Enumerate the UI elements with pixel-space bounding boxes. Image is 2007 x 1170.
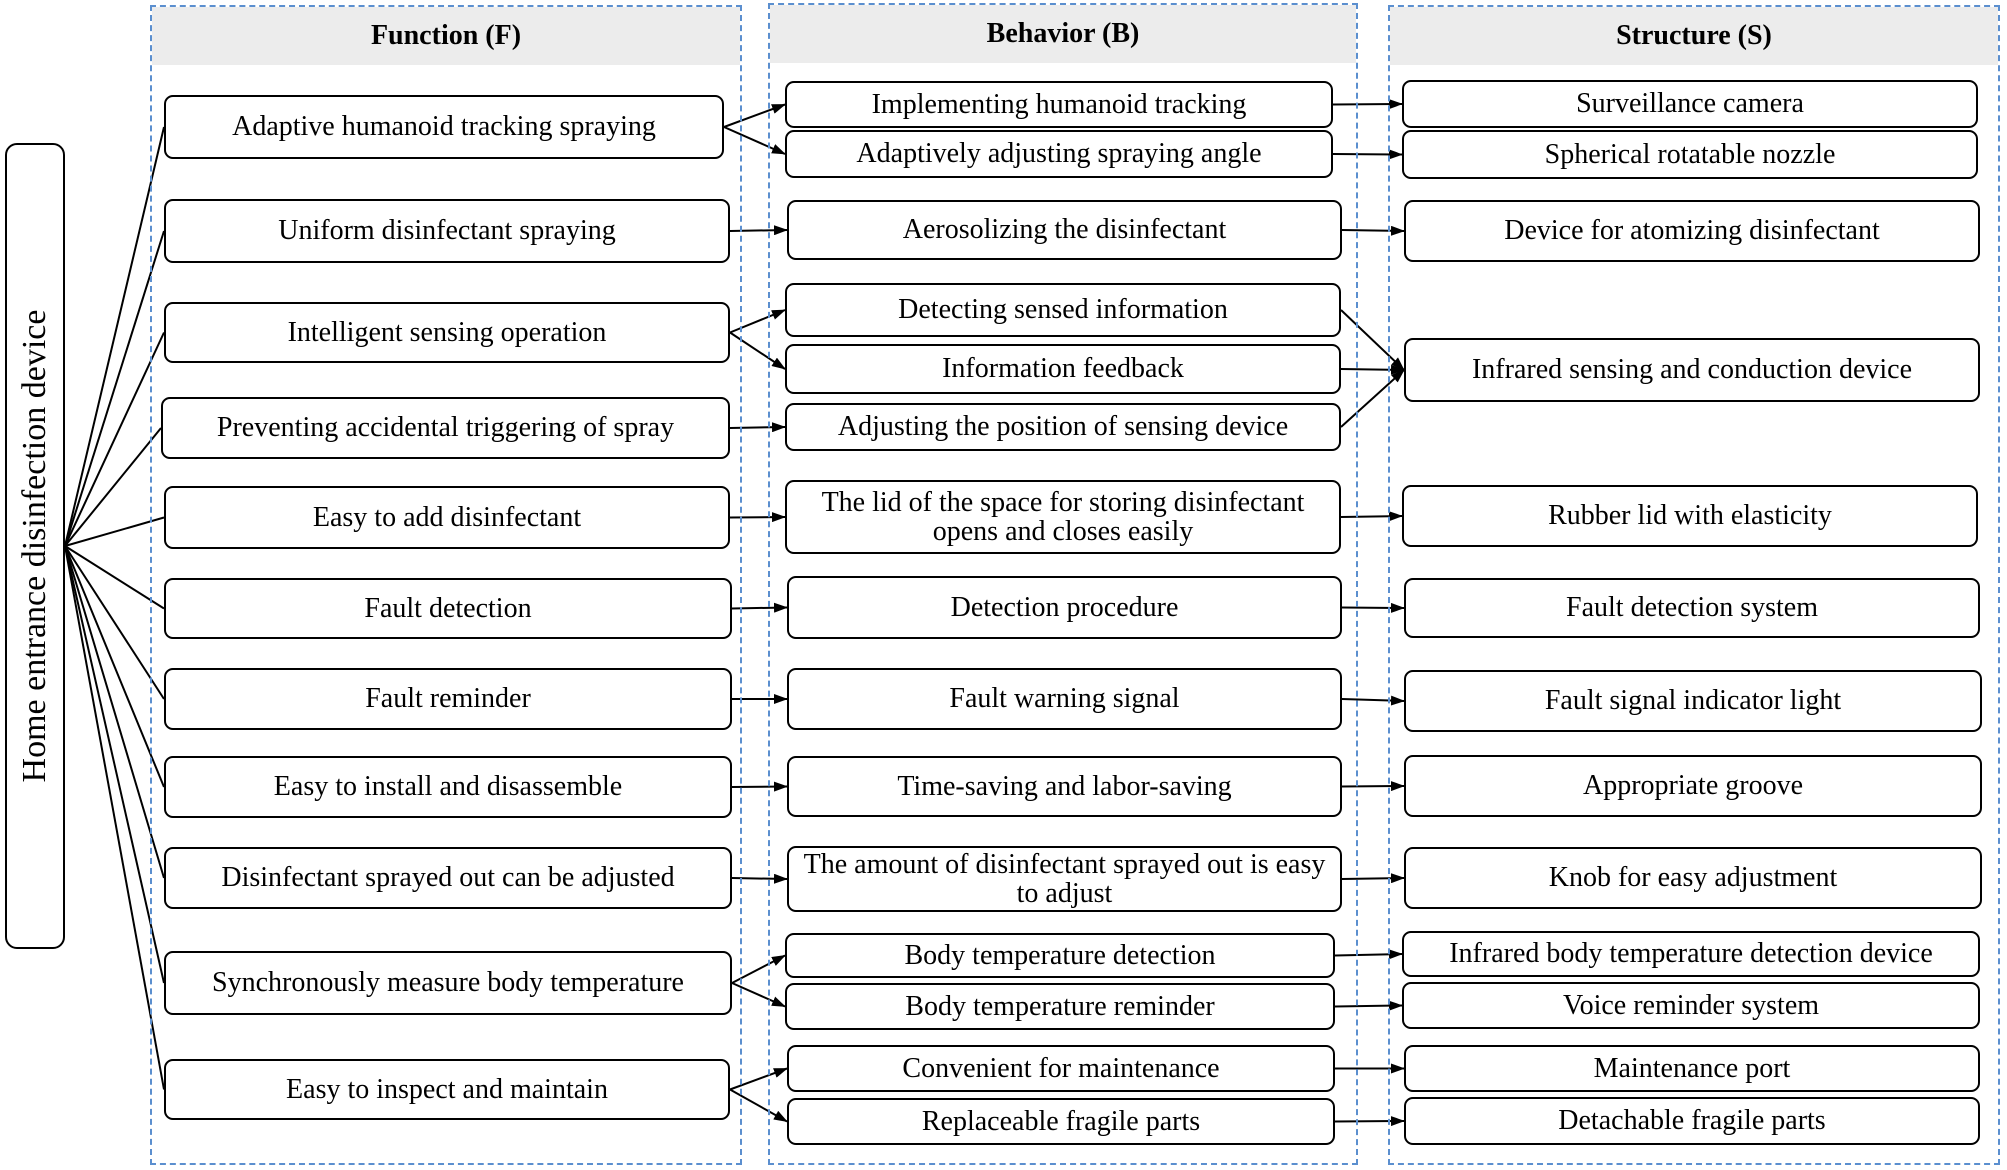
function-node: Easy to add disinfectant	[164, 486, 730, 549]
behavior-node: Adjusting the position of sensing device	[785, 403, 1341, 451]
function-column: Function (F)	[150, 5, 742, 1165]
behavior-structure-arrow	[1334, 949, 1403, 960]
root-connector	[64, 545, 165, 788]
behavior-node: Time-saving and labor-saving	[787, 756, 1342, 817]
behavior-structure-arrow	[1341, 695, 1405, 706]
structure-node: Device for atomizing disinfectant	[1404, 200, 1980, 262]
behavior-structure-arrow	[1341, 873, 1405, 884]
behavior-structure-arrow	[1340, 369, 1405, 428]
structure-node: Appropriate groove	[1404, 755, 1982, 817]
behavior-structure-arrow	[1332, 99, 1403, 110]
function-node: Preventing accidental triggering of spra…	[161, 397, 730, 459]
function-behavior-arrow	[729, 1067, 788, 1091]
behavior-node: Implementing humanoid tracking	[785, 81, 1333, 128]
behavior-structure-arrow	[1341, 225, 1405, 236]
structure-node: Spherical rotatable nozzle	[1402, 130, 1978, 179]
function-behavior-arrow	[729, 422, 786, 433]
function-node: Fault detection	[164, 578, 732, 639]
behavior-node: Information feedback	[785, 344, 1341, 394]
function-node: Adaptive humanoid tracking spraying	[164, 95, 724, 159]
root-connector	[64, 545, 165, 879]
behavior-node: The amount of disinfectant sprayed out i…	[787, 846, 1342, 912]
behavior-structure-arrow	[1334, 1000, 1403, 1011]
function-behavior-arrow	[723, 126, 786, 155]
function-column-header: Function (F)	[152, 7, 740, 65]
structure-node: Detachable fragile parts	[1404, 1097, 1980, 1145]
structure-node: Infrared body temperature detection devi…	[1402, 931, 1980, 977]
structure-node: Surveillance camera	[1402, 80, 1978, 128]
behavior-node: The lid of the space for storing disinfe…	[785, 480, 1341, 554]
structure-node: Knob for easy adjustment	[1404, 847, 1982, 909]
behavior-column: Behavior (B)	[768, 3, 1358, 1165]
behavior-node: Body temperature reminder	[785, 983, 1335, 1030]
function-behavior-arrow	[729, 1088, 788, 1123]
root-connector	[64, 545, 165, 1090]
function-node: Fault reminder	[164, 668, 732, 730]
structure-column-header: Structure (S)	[1390, 7, 1998, 65]
root-connector	[64, 332, 165, 547]
function-behavior-arrow	[729, 331, 786, 370]
behavior-node: Body temperature detection	[785, 933, 1335, 978]
root-connector	[64, 427, 162, 547]
behavior-structure-arrow	[1341, 602, 1405, 613]
function-node: Easy to install and disassemble	[164, 756, 732, 818]
structure-node: Maintenance port	[1404, 1045, 1980, 1092]
function-node: Disinfectant sprayed out can be adjusted	[164, 847, 732, 909]
behavior-column-header: Behavior (B)	[770, 5, 1356, 63]
behavior-node: Fault warning signal	[787, 668, 1342, 730]
structure-node: Fault signal indicator light	[1404, 670, 1982, 732]
structure-node: Fault detection system	[1404, 578, 1980, 638]
structure-node: Infrared sensing and conduction device	[1404, 338, 1980, 402]
behavior-structure-arrow	[1341, 781, 1405, 792]
behavior-structure-arrow	[1332, 149, 1403, 160]
root-node: Home entrance disinfection device	[5, 143, 65, 949]
structure-node: Voice reminder system	[1402, 982, 1980, 1029]
function-node: Intelligent sensing operation	[164, 302, 730, 363]
root-connector	[64, 545, 165, 700]
behavior-structure-arrow	[1340, 309, 1405, 371]
function-node: Synchronously measure body temperature	[164, 951, 732, 1015]
structure-node: Rubber lid with elasticity	[1402, 485, 1978, 547]
root-connector	[64, 516, 165, 547]
root-connector	[64, 230, 165, 547]
function-node: Easy to inspect and maintain	[164, 1059, 730, 1120]
root-connector	[64, 545, 165, 984]
behavior-node: Adaptively adjusting spraying angle	[785, 130, 1333, 178]
behavior-node: Aerosolizing the disinfectant	[787, 200, 1342, 260]
root-label: Home entrance disinfection device	[16, 309, 53, 783]
function-behavior-arrow	[723, 103, 786, 128]
function-behavior-arrow	[729, 309, 786, 334]
root-connector	[64, 545, 165, 610]
function-behavior-arrow	[729, 512, 786, 523]
behavior-structure-arrow	[1334, 1116, 1405, 1127]
behavior-node: Convenient for maintenance	[787, 1045, 1335, 1092]
function-behavior-arrow	[729, 225, 788, 236]
root-connector	[64, 126, 165, 547]
behavior-node: Replaceable fragile parts	[787, 1098, 1335, 1145]
behavior-node: Detecting sensed information	[785, 283, 1341, 337]
structure-column: Structure (S)	[1388, 5, 2000, 1165]
function-node: Uniform disinfectant spraying	[164, 199, 730, 263]
behavior-structure-arrow	[1340, 511, 1403, 522]
behavior-node: Detection procedure	[787, 576, 1342, 639]
